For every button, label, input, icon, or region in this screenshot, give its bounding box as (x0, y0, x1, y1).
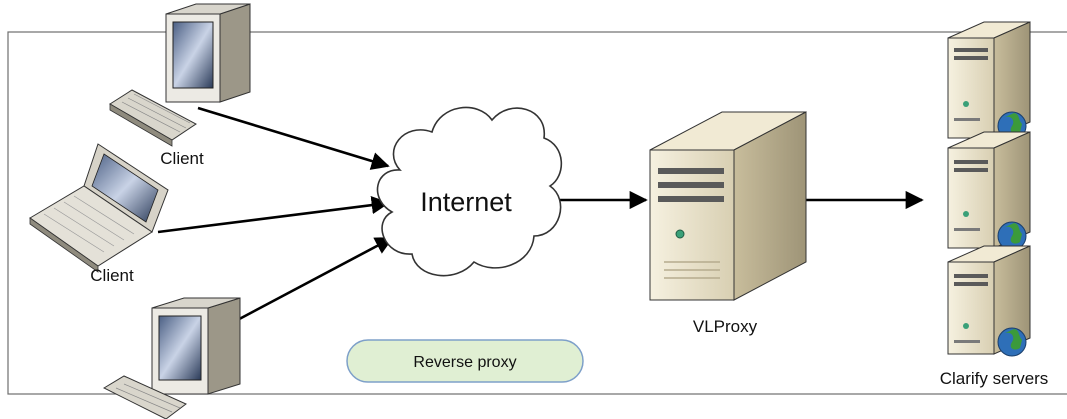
arrow-client-top-to-internet (197, 106, 390, 170)
arrow-laptop-to-internet (157, 196, 390, 234)
web-server-icon-3 (947, 245, 1031, 355)
proxy-label: VLProxy (693, 317, 758, 336)
connectors (157, 106, 924, 327)
cloud-icon (376, 106, 563, 277)
laptop-icon (29, 143, 169, 273)
legend-label: Reverse proxy (413, 354, 516, 371)
diagram-frame (7, 31, 1067, 395)
globe-icon-3 (997, 327, 1027, 357)
client-label-laptop: Client (90, 266, 134, 285)
client-label-top: Client (160, 149, 204, 168)
web-server-icon-2 (947, 131, 1031, 249)
desktop-computer-icon (165, 3, 251, 103)
web-server-icon-1 (947, 21, 1031, 139)
servers-label: Clarify servers (940, 369, 1049, 388)
tower-server-icon (649, 111, 807, 301)
keyboard-icon (109, 89, 197, 147)
keyboard-icon-bottom (102, 375, 187, 419)
legend-pill: Reverse proxy (346, 339, 584, 383)
internet-label: Internet (420, 187, 512, 217)
arrow-client-bottom-to-internet (227, 236, 394, 327)
desktop-computer-icon-bottom (151, 297, 241, 395)
